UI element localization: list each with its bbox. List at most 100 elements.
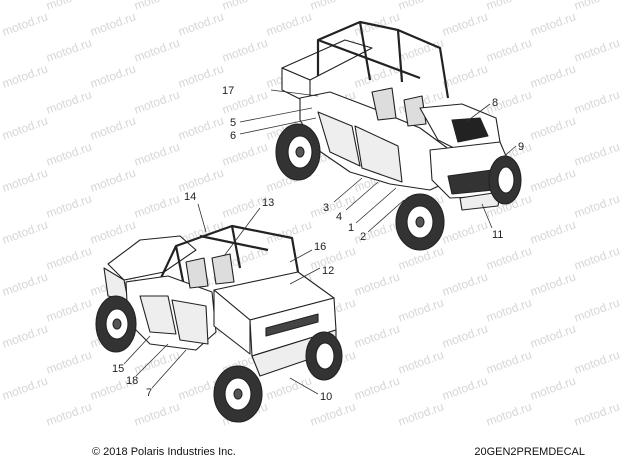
callout-labels: 17 5 6 8 9 3 4 1 2 11 14 13 16 12 15 18 … [112, 85, 524, 403]
callout-7: 7 [146, 387, 152, 399]
leader-line-17 [270, 89, 319, 97]
rear-view-rear-door [171, 299, 209, 345]
watermark-text: motod.ru [484, 35, 533, 64]
watermark-text: motod.ru [44, 0, 93, 13]
rear-view-rear-wheel-left [213, 365, 263, 423]
watermark-text: motod.ru [528, 165, 577, 194]
watermark-text: motod.ru [132, 399, 181, 428]
callout-1: 1 [348, 222, 354, 234]
vehicle-rear-view [95, 224, 343, 423]
callout-12: 12 [322, 265, 334, 277]
watermark-text: motod.ru [572, 347, 621, 376]
watermark-text: motod.ru [572, 191, 621, 220]
watermark-text: motod.ru [484, 243, 533, 272]
rear-view-front-wheel [95, 295, 137, 353]
leader-line-7 [151, 349, 187, 389]
watermark-text: motod.ru [484, 399, 533, 428]
front-view-rear-wheel [275, 123, 321, 181]
rear-view-cargo-bed-side [213, 289, 251, 355]
callout-4: 4 [336, 211, 342, 223]
watermark-text: motod.ru [132, 191, 181, 220]
watermark-text: motod.ru [220, 0, 269, 13]
watermark-text: motod.ru [0, 9, 49, 38]
watermark-text: motod.ru [0, 113, 49, 142]
watermark-text: motod.ru [528, 269, 577, 298]
watermark-text: motod.ru [0, 269, 49, 298]
watermark-text: motod.ru [132, 139, 181, 168]
watermark-text: motod.ru [440, 269, 489, 298]
watermark-text: motod.ru [528, 9, 577, 38]
watermark-text: motod.ru [44, 87, 93, 116]
callout-15: 15 [112, 363, 124, 375]
watermark-text: motod.ru [528, 373, 577, 402]
callout-18: 18 [126, 375, 138, 387]
watermark-text: motod.ru [0, 217, 49, 246]
leader-line-16 [289, 249, 313, 263]
watermark-text: motod.ru [264, 9, 313, 38]
leader-line-18 [135, 343, 169, 377]
watermark-text: motod.ru [572, 87, 621, 116]
leader-line-4 [345, 181, 379, 211]
vehicle-front-view [275, 20, 522, 251]
callout-13: 13 [262, 197, 274, 209]
watermark-text: motod.ru [352, 269, 401, 298]
callout-2: 2 [360, 231, 366, 243]
watermark-text: motod.ru [176, 9, 225, 38]
watermark-text: motod.ru [352, 321, 401, 350]
watermark-text: motod.ru [308, 399, 357, 428]
watermark-text: motod.ru [264, 217, 313, 246]
watermark-text: motod.ru [572, 295, 621, 324]
leader-line-5 [239, 107, 313, 123]
callout-8: 8 [492, 97, 498, 109]
rear-view-front-door [139, 295, 177, 335]
watermark-text: motod.ru [528, 113, 577, 142]
watermark-text: motod.ru [440, 321, 489, 350]
front-view-bumper [459, 191, 501, 211]
leader-line-1 [355, 187, 397, 224]
watermark-text: motod.ru [44, 243, 93, 272]
watermark-text: motod.ru [396, 295, 445, 324]
callout-17: 17 [222, 85, 234, 97]
watermark-text: motod.ru [572, 0, 621, 13]
watermark-text: motod.ru [484, 347, 533, 376]
watermark-text: motod.ru [396, 0, 445, 13]
front-view-seat [371, 87, 397, 121]
watermark-text: motod.ru [0, 61, 49, 90]
callout-6: 6 [230, 130, 236, 142]
watermark-text: motod.ru [352, 61, 401, 90]
diagram-code: 20GEN2PREMDECAL [474, 446, 585, 458]
rear-view-seat [185, 257, 209, 289]
watermark-text: motod.ru [44, 191, 93, 220]
watermark-text: motod.ru [132, 87, 181, 116]
watermark-text: motod.ru [440, 217, 489, 246]
rear-view-seat-2 [211, 253, 235, 285]
watermark-text: motod.ru [440, 9, 489, 38]
watermark-text: motod.ru [132, 0, 181, 13]
leader-line-6 [239, 117, 317, 135]
watermark-text: motod.ru [352, 373, 401, 402]
watermark-text: motod.ru [572, 243, 621, 272]
watermark-text: motod.ru [572, 35, 621, 64]
watermark-text: motod.ru [220, 139, 269, 168]
leader-line-10 [289, 377, 319, 395]
watermark-text: motod.ru [484, 295, 533, 324]
leader-line-13 [223, 207, 261, 257]
watermark-text: motod.ru [88, 113, 137, 142]
callout-14: 14 [184, 191, 196, 203]
leader-line-11 [481, 203, 493, 229]
watermark-text: motod.ru [572, 399, 621, 428]
watermark-text: motod.ru [132, 35, 181, 64]
watermark-text: motod.ru [44, 35, 93, 64]
copyright-text: © 2018 Polaris Industries Inc. [92, 446, 236, 458]
front-view-seat-2 [403, 95, 427, 127]
watermark-text: motod.ru [572, 139, 621, 168]
watermark-text: motod.ru [88, 61, 137, 90]
rear-view-tailgate-decal [265, 313, 319, 337]
leader-line-12 [289, 267, 321, 285]
watermark-text: motod.ru [528, 217, 577, 246]
callout-16: 16 [314, 241, 326, 253]
watermark-text: motod.ru [44, 347, 93, 376]
watermark-text: motod.ru [0, 373, 49, 402]
front-view-roll-cage [316, 20, 450, 99]
leader-line-2 [367, 199, 405, 233]
